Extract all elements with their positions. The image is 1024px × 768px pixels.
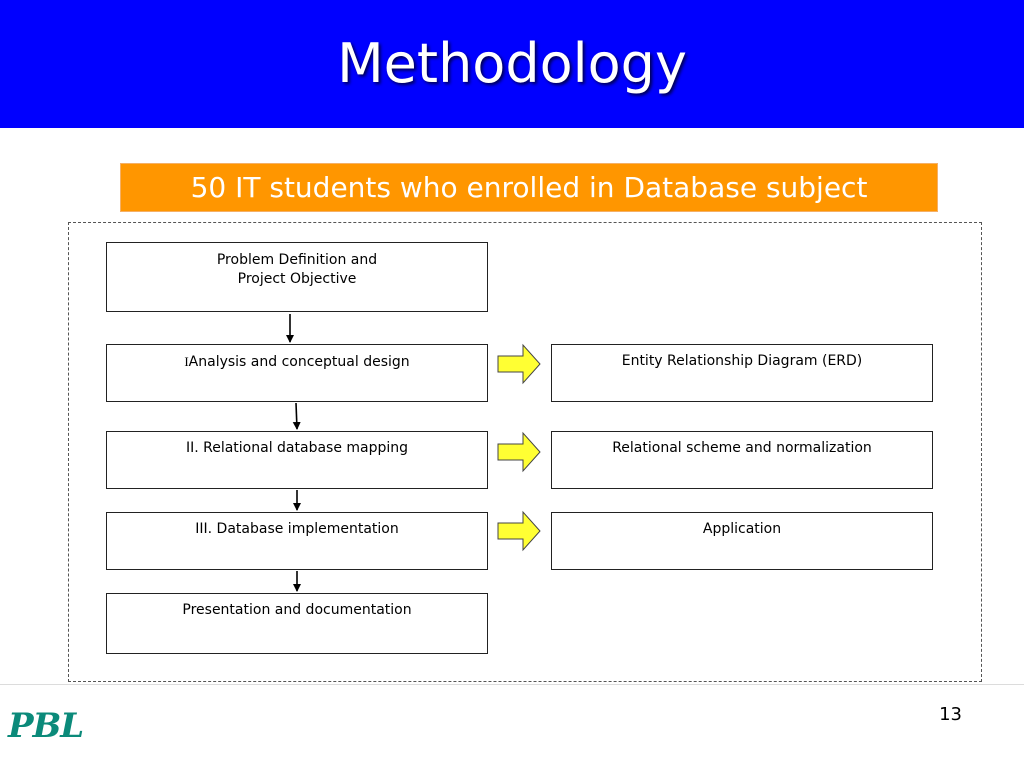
step-label: Analysis and conceptual design — [188, 354, 410, 370]
footer-divider — [0, 684, 1024, 685]
output-application: Application — [551, 512, 933, 570]
output-label: Entity Relationship Diagram (ERD) — [621, 353, 863, 369]
methodology-frame — [68, 222, 982, 682]
step-label-line-1: Problem Definition and — [216, 252, 378, 268]
step-analysis-design: IAnalysis and conceptual design — [106, 344, 488, 402]
title-bar: Methodology — [0, 0, 1024, 128]
slide-title: Methodology — [337, 32, 687, 95]
step-label: Presentation and documentation — [182, 602, 412, 618]
participants-banner: 50 IT students who enrolled in Database … — [120, 163, 938, 212]
output-erd: Entity Relationship Diagram (ERD) — [551, 344, 933, 402]
step-relational-mapping: II. Relational database mapping — [106, 431, 488, 489]
step-label: III. Database implementation — [195, 521, 399, 537]
output-label: Application — [702, 521, 782, 537]
step-database-implementation: III. Database implementation — [106, 512, 488, 570]
step-presentation-documentation: Presentation and documentation — [106, 593, 488, 654]
step-problem-definition: Problem Definition and Project Objective — [106, 242, 488, 312]
pbl-logo: PBL — [8, 706, 84, 746]
step-label-line-2: Project Objective — [237, 271, 357, 287]
page-number: 13 — [939, 704, 962, 725]
output-label: Relational scheme and normalization — [612, 440, 872, 456]
step-label: II. Relational database mapping — [185, 440, 409, 456]
output-relational-scheme: Relational scheme and normalization — [551, 431, 933, 489]
step-prefix: I — [184, 354, 189, 369]
